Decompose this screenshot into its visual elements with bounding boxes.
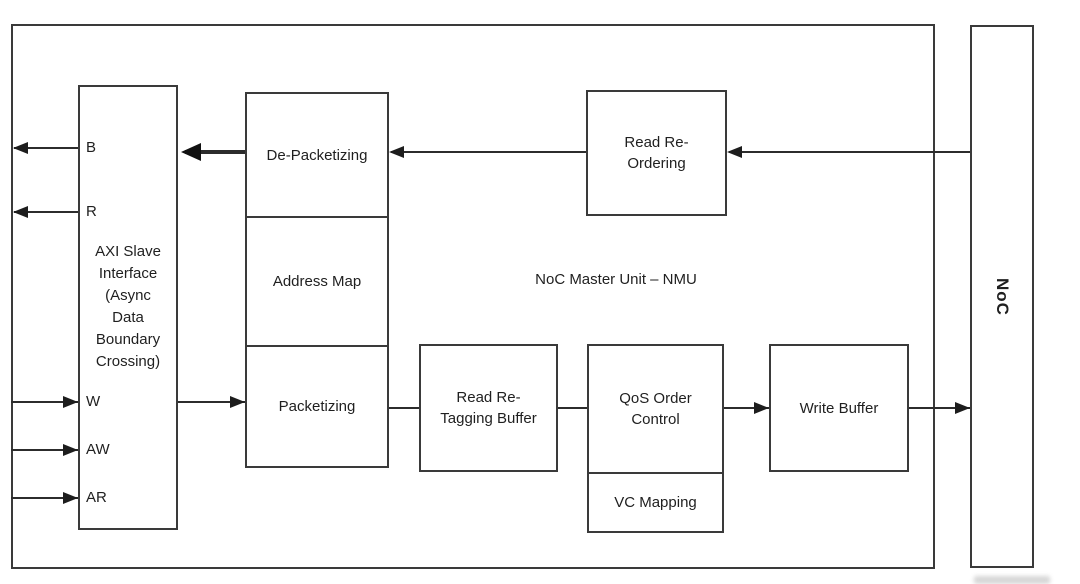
arrow-b-left-icon (13, 142, 28, 154)
write-buffer-box: Write Buffer (769, 344, 909, 472)
connector-packetizing-to-retagging-line (389, 407, 419, 409)
qos-order-control-box: QoS Order Control VC Mapping (587, 344, 724, 533)
port-label-aw: AW (86, 441, 110, 458)
port-label-b: B (86, 139, 97, 156)
arrow-qos-to-writebuffer-line (724, 407, 769, 409)
arrow-r-left-icon (13, 206, 28, 218)
packetizing-stack-box: De-Packetizing Address Map Packetizing (245, 92, 389, 468)
arrow-depacketizing-to-axi-left-icon (181, 143, 201, 161)
arrow-r-line (14, 211, 78, 213)
address-map-label: Address Map (272, 273, 362, 290)
arrow-ar-right-icon (63, 492, 78, 504)
write-buffer-label: Write Buffer (799, 399, 879, 417)
read-re-tagging-buffer-box: Read Re- Tagging Buffer (419, 344, 558, 472)
diagram-title: NoC Master Unit – NMU (535, 271, 697, 288)
axi-slave-interface-label: AXI Slave Interface (Async Data Boundary… (95, 243, 161, 370)
qos-order-control-label: QoS Order Control (619, 390, 692, 428)
packetizing-block: Packetizing (247, 345, 387, 466)
vc-mapping-block: VC Mapping (589, 472, 722, 531)
arrow-aw-right-icon (63, 444, 78, 456)
noc-label: NoC (992, 277, 1012, 316)
de-packetizing-block: De-Packetizing (247, 94, 387, 216)
arrow-axi-to-packetizing-line (178, 401, 245, 403)
arrow-writebuffer-to-noc-right-icon (955, 402, 970, 414)
vc-mapping-label: VC Mapping (614, 494, 697, 511)
port-label-r: R (86, 203, 97, 220)
arrow-w-right-icon (63, 396, 78, 408)
axi-slave-interface-box (78, 85, 178, 530)
watermark-smudge (974, 576, 1050, 584)
arrow-aw-line (11, 449, 78, 451)
arrow-noc-to-reordering-left-icon (727, 146, 742, 158)
arrow-qos-to-writebuffer-right-icon (754, 402, 769, 414)
de-packetizing-label: De-Packetizing (266, 146, 368, 164)
read-re-ordering-label: Read Re- Ordering (624, 134, 689, 172)
arrow-axi-to-packetizing-right-icon (230, 396, 245, 408)
arrow-reordering-to-depacketizing-line (391, 151, 586, 153)
read-re-tagging-buffer-label: Read Re- Tagging Buffer (440, 389, 537, 427)
address-map-block: Address Map (247, 216, 387, 345)
arrow-reordering-to-depacketizing-left-icon (389, 146, 404, 158)
arrow-writebuffer-to-noc-line (909, 407, 970, 409)
arrow-depacketizing-to-axi-line (185, 150, 245, 154)
arrow-b-line (14, 147, 78, 149)
port-label-ar: AR (86, 489, 107, 506)
arrow-ar-line (11, 497, 78, 499)
connector-retagging-to-qos-line (558, 407, 587, 409)
read-re-ordering-box: Read Re- Ordering (586, 90, 727, 216)
arrow-noc-to-reordering-line (729, 151, 970, 153)
qos-order-control-block: QoS Order Control (589, 346, 722, 472)
noc-box: NoC (970, 25, 1034, 568)
port-label-w: W (86, 393, 101, 410)
packetizing-label: Packetizing (278, 398, 356, 415)
arrow-w-line (11, 401, 78, 403)
nmu-outer-box (11, 24, 935, 569)
